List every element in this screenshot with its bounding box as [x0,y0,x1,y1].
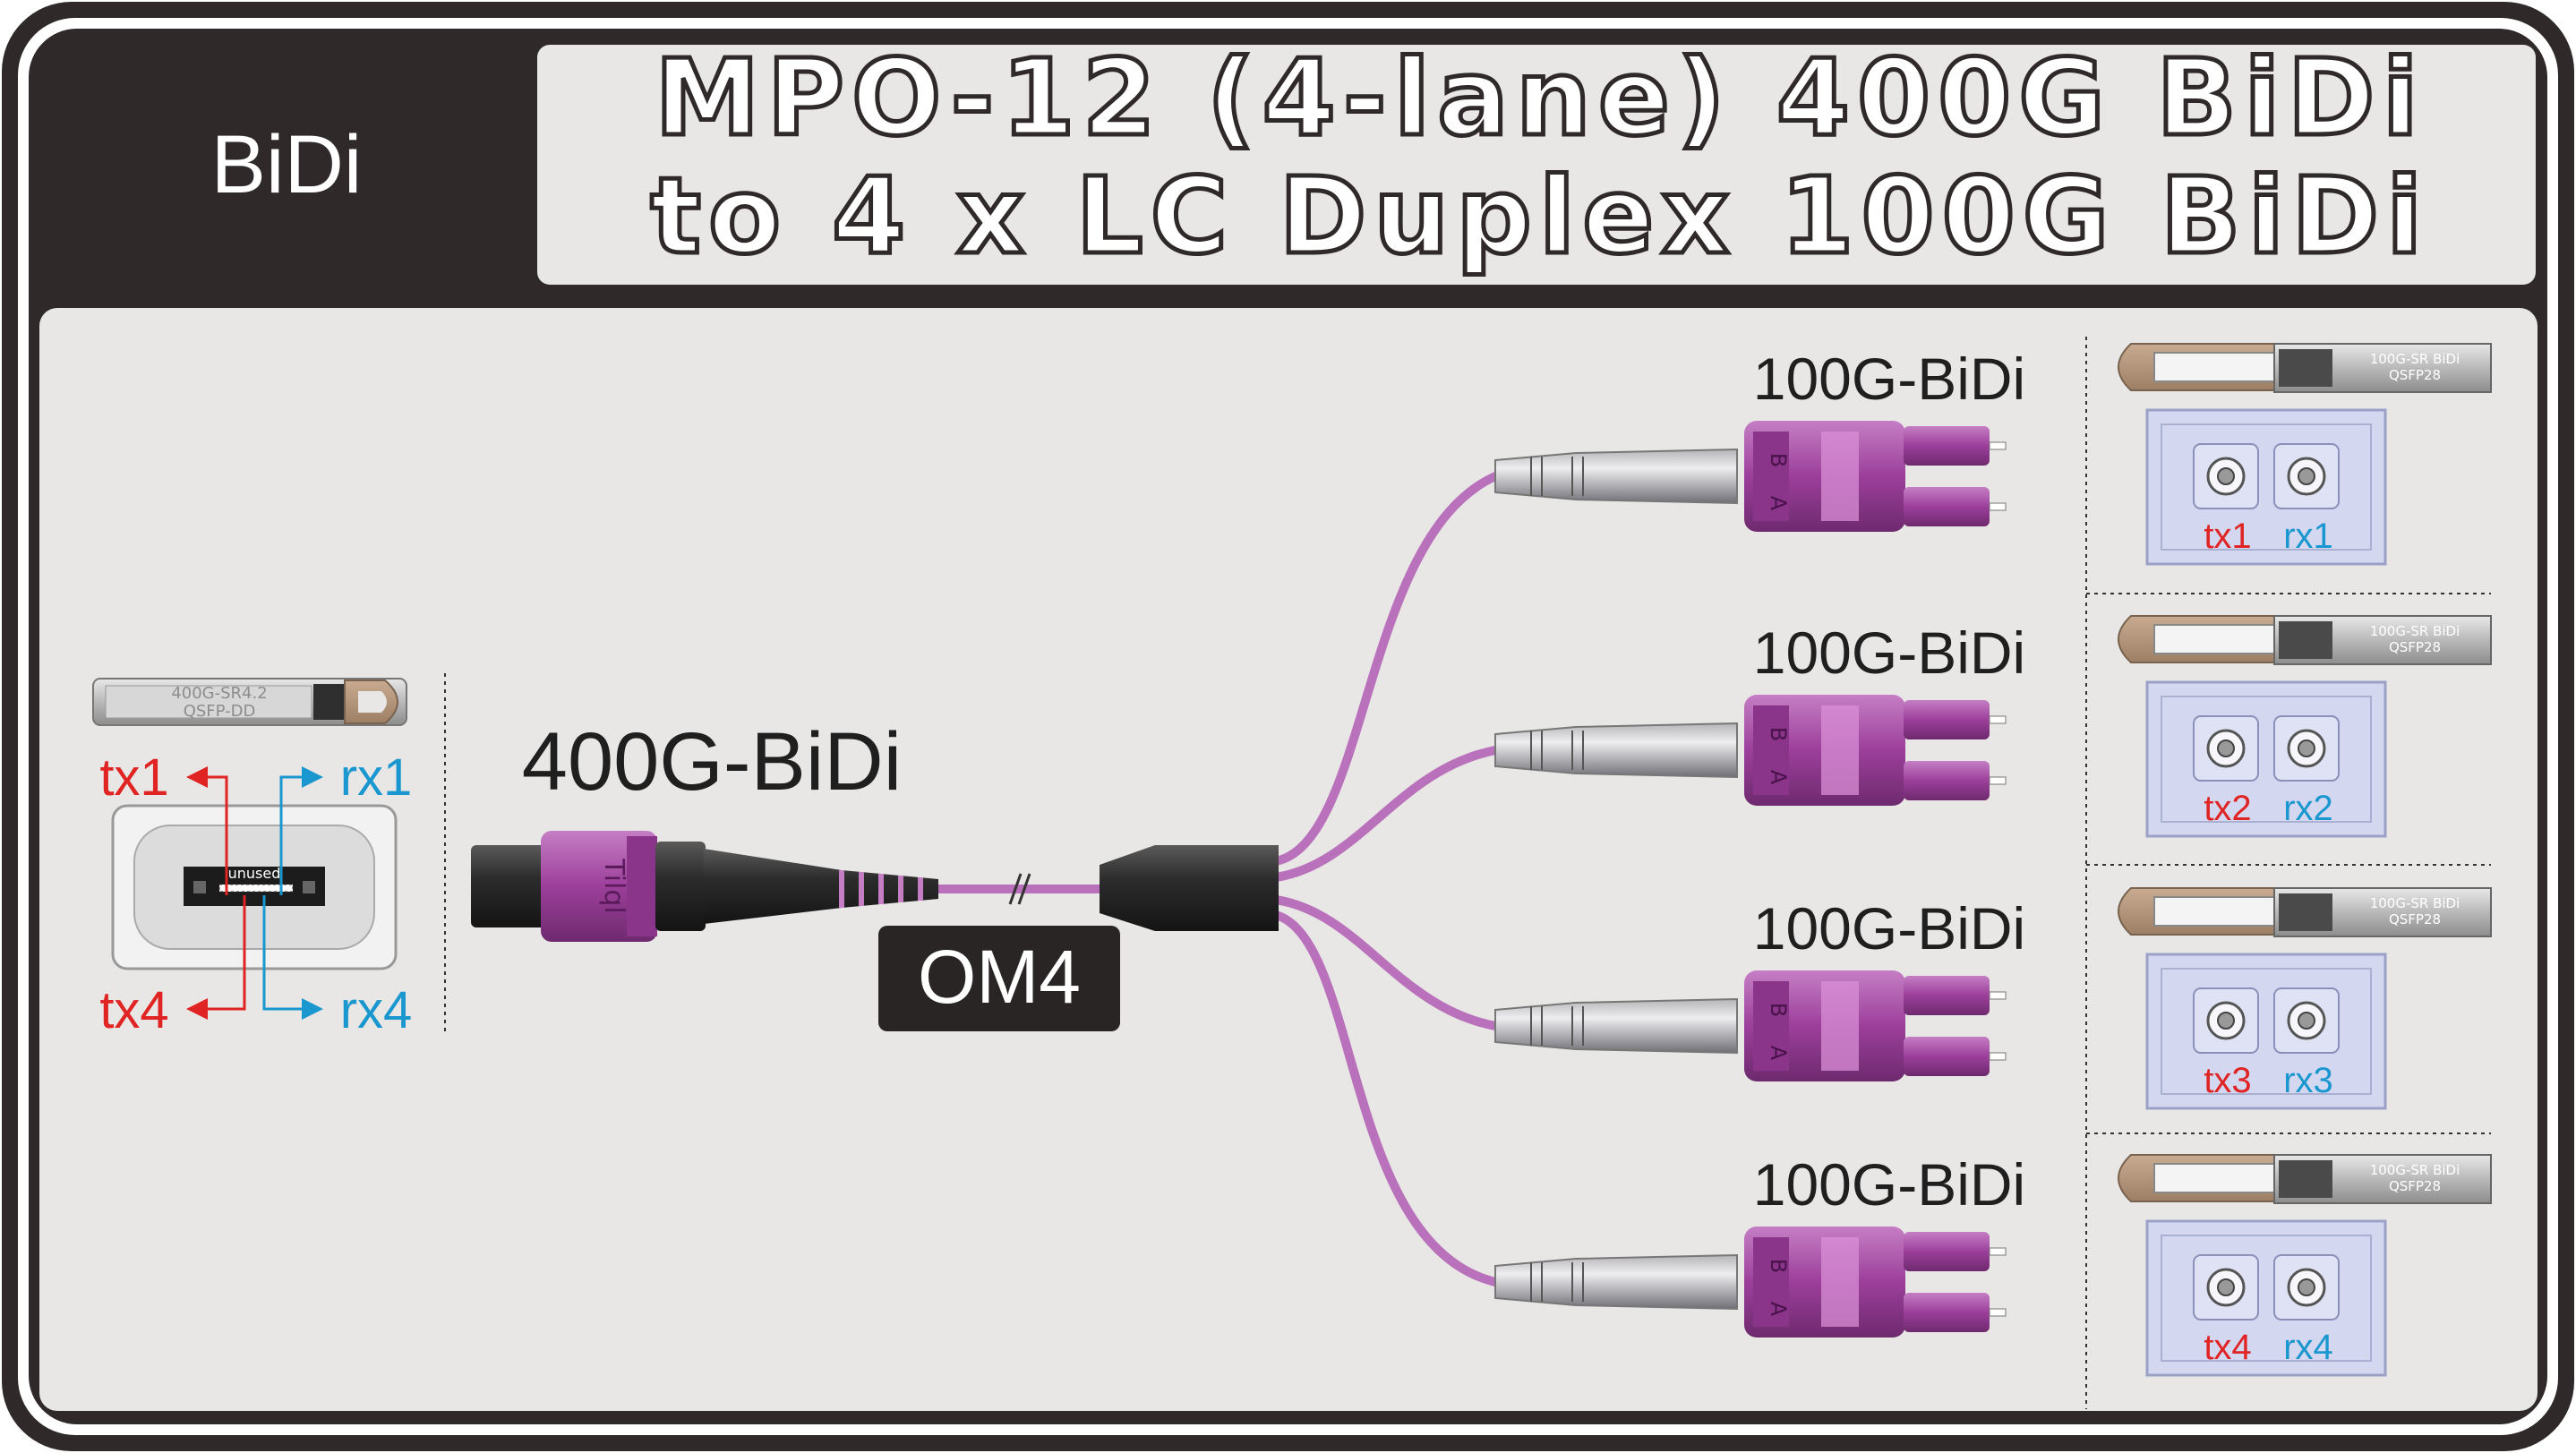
lc-duplex-connector-4: BA [1494,1227,2007,1338]
lc-mark-a: A [1766,1046,1791,1061]
mpo-connector: Tilql [471,831,938,942]
lc-mark-a: A [1766,496,1791,511]
left-tx4: tx4 [99,981,168,1039]
lc-mark-b: B [1766,453,1791,467]
lc-port-face-3: tx3 rx3 [2145,953,2387,1110]
qsfp28-label-1: 100G-SR BiDi [2370,1162,2460,1178]
lc-boot [1494,997,1738,1055]
lc-plug [1904,1232,1990,1271]
lc-plug [1904,700,1990,739]
lc-mark-b: B [1766,727,1791,741]
om4-label: OM4 [918,935,1081,1019]
title-line1: MPO-12 (4-lane) 400G BiDi [655,36,2426,159]
port-rx-3: rx3 [2283,1061,2333,1100]
lc-mark-a: A [1766,1302,1791,1317]
lc-plug [1904,976,1990,1015]
lc-plug [1904,426,1990,466]
badge-label: BiDi [211,119,363,210]
qsfp-dd-module: 400G-SR4.2 QSFP-DD [92,678,407,726]
branch-fiber-2 [1271,746,1500,882]
lc-boot [1494,722,1738,779]
left-tx1: tx1 [99,748,168,807]
qsfp28-label-1: 100G-SR BiDi [2370,895,2460,911]
branch-fiber-1 [1271,472,1500,866]
lc-mark-b: B [1766,1003,1791,1017]
lc-boot [1494,1253,1738,1311]
lc-plug [1904,487,1990,526]
qsfp28-label-2: QSFP28 [2389,911,2441,927]
branch-label-4: 100G-BiDi [1753,1151,2025,1218]
lc-port-face-2: tx2 rx2 [2145,680,2387,838]
left-rx4: rx4 [340,981,413,1039]
title-line2: to 4 x LC Duplex 100G BiDi [651,154,2430,278]
fiber-break-mark [1008,873,1031,905]
lc-mark-b: B [1766,1259,1791,1273]
port-tx-1: tx1 [2204,517,2251,556]
port-tx-4: tx4 [2204,1328,2251,1367]
lc-plug [1904,1293,1990,1332]
branch-fiber-4 [1271,910,1500,1286]
left-rx1: rx1 [340,748,413,807]
qsfp28-label-2: QSFP28 [2389,1178,2441,1194]
mpo-mark: Tilql [598,858,629,913]
dividers [444,337,2491,1409]
lc-plug [1904,761,1990,800]
lc-duplex-connector-3: BA [1494,970,2007,1081]
lc-duplex-connector-2: BA [1494,695,2007,806]
fiber-cables [931,472,1500,1286]
lc-mark-a: A [1766,770,1791,785]
port-rx-4: rx4 [2283,1328,2333,1367]
branch-label-1: 100G-BiDi [1753,346,2025,412]
om4-badge: OM4 [878,926,1120,1031]
branch-label-2: 100G-BiDi [1753,620,2025,686]
port-rx-2: rx2 [2283,789,2333,828]
lc-boot [1494,448,1738,505]
header: BiDi MPO-12 (4-lane) 400G BiDi to 4 x LC… [211,34,2536,285]
port-tx-3: tx3 [2204,1061,2251,1100]
qsfp28-label-1: 100G-SR BiDi [2370,351,2460,367]
breakout-splitter [1100,845,1279,931]
trunk-label: 400G-BiDi [522,716,902,808]
qsfp-dd-label-1: 400G-SR4.2 [171,684,267,703]
lane-map-left [186,766,323,1020]
qsfp28-label-2: QSFP28 [2389,639,2441,655]
lc-port-face-4: tx4 rx4 [2145,1219,2387,1377]
qsfp28-label-1: 100G-SR BiDi [2370,623,2460,639]
port-tx-2: tx2 [2204,789,2251,828]
unused-label: unused [228,865,281,882]
title-box [537,45,2536,285]
qsfp-dd-label-2: QSFP-DD [184,702,256,721]
qsfp28-label-2: QSFP28 [2389,367,2441,383]
branch-fiber-3 [1271,895,1500,1030]
lc-port-face-1: tx1 rx1 [2145,408,2387,566]
mpo-port-face: unused [111,804,398,970]
lc-duplex-connector-1: BA [1494,421,2007,532]
lc-connectors: BA100G-BiDiBA100G-BiDiBA100G-BiDiBA100G-… [1494,346,2025,1338]
branch-label-3: 100G-BiDi [1753,895,2025,962]
lc-plug [1904,1037,1990,1076]
port-rx-1: rx1 [2283,517,2333,556]
